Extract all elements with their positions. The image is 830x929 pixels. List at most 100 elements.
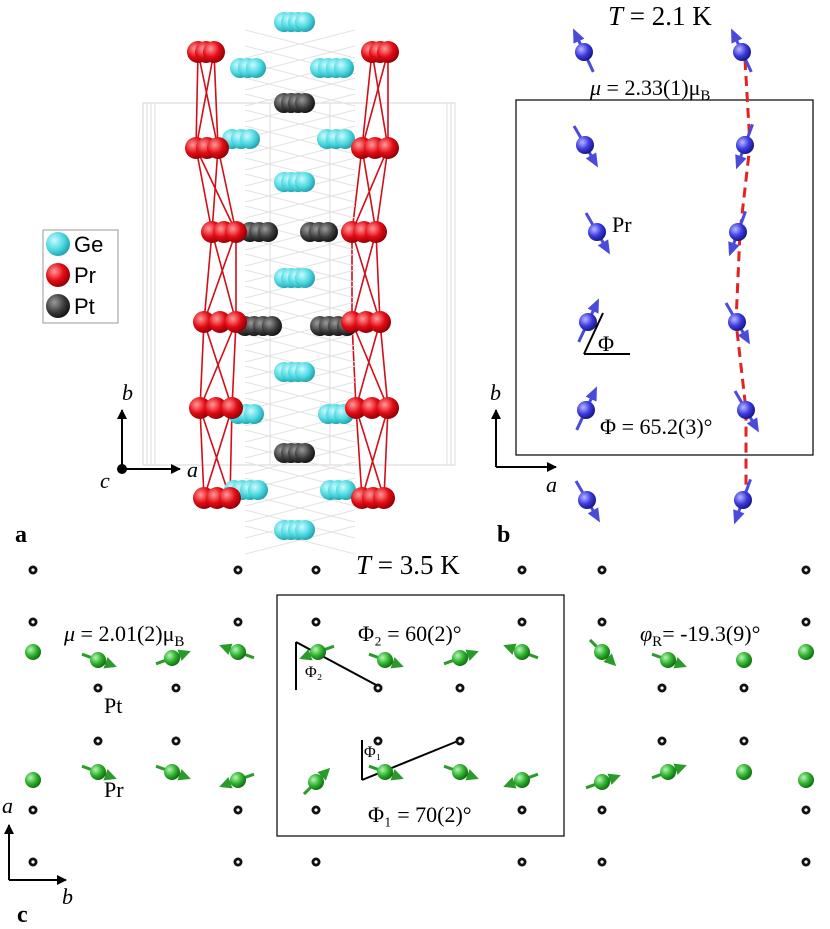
pr-bond bbox=[355, 407, 363, 499]
pr-pt-lattice bbox=[25, 565, 814, 867]
panel-a-label: a bbox=[15, 522, 27, 548]
legend-pr-label: Pr bbox=[74, 263, 96, 288]
pr-bond bbox=[197, 51, 219, 149]
pr-spin-atom bbox=[308, 774, 324, 790]
pr-bond bbox=[361, 51, 389, 149]
pr-atom bbox=[207, 137, 229, 159]
pr-bond bbox=[355, 407, 385, 499]
pr-bond bbox=[361, 147, 377, 233]
pr-bond bbox=[213, 51, 219, 149]
spin-left-head bbox=[573, 28, 585, 44]
spin-right-head bbox=[746, 417, 759, 433]
pt-atom-center bbox=[314, 620, 318, 624]
lattice-line bbox=[244, 237, 356, 267]
ge-atom bbox=[336, 480, 356, 500]
ge-atom bbox=[246, 58, 266, 78]
phi-value: Φ = 65.2(3)° bbox=[600, 414, 712, 439]
pr-bond bbox=[371, 51, 389, 149]
pt-atom bbox=[258, 222, 278, 242]
pr-spin-atom bbox=[164, 650, 180, 666]
spin-right-head bbox=[735, 154, 747, 170]
legend-pt-label: Pt bbox=[74, 294, 95, 319]
pr-bond bbox=[375, 147, 389, 233]
modulation-dashed-line bbox=[734, 59, 752, 500]
pr-bond bbox=[351, 231, 381, 323]
spin-right-atom bbox=[728, 313, 746, 331]
pt-atom-center bbox=[174, 739, 178, 743]
pr-atom bbox=[365, 221, 387, 243]
pr-spin-head bbox=[673, 657, 687, 669]
pr-spin-head bbox=[299, 649, 313, 661]
pr-atom bbox=[221, 397, 243, 419]
pt-atom-center bbox=[236, 568, 240, 572]
spin-right-head bbox=[731, 28, 743, 44]
spin-left-head bbox=[585, 386, 597, 402]
pr-atom-label: Pr bbox=[104, 777, 124, 802]
ge-atom bbox=[244, 404, 264, 424]
pr-spin-head bbox=[465, 769, 479, 781]
spin-right-atom bbox=[733, 43, 751, 61]
pt-atom-center bbox=[31, 568, 35, 572]
unit-cell-box bbox=[276, 594, 565, 837]
pt-atom-center bbox=[520, 568, 524, 572]
pr-spin-atom bbox=[452, 650, 468, 666]
pr-bond bbox=[383, 407, 389, 499]
pr-atom bbox=[361, 397, 383, 419]
a-axis-label: a bbox=[187, 457, 198, 482]
lattice-line bbox=[244, 285, 356, 315]
lattice-line bbox=[244, 525, 356, 555]
c-axis-label: c bbox=[100, 468, 110, 493]
spin-right-head bbox=[737, 329, 750, 345]
legend-pr-swatch bbox=[46, 263, 70, 287]
pr-bond bbox=[211, 231, 237, 323]
pr-spin-atom bbox=[377, 764, 393, 780]
pr-spin-atom bbox=[798, 644, 814, 660]
pt-atom-center bbox=[314, 860, 318, 864]
pt-atom-center bbox=[600, 808, 604, 812]
pr-spin-head bbox=[390, 769, 404, 781]
lattice-line bbox=[244, 221, 356, 251]
pr-spin-atom bbox=[164, 764, 180, 780]
mu-label: μ = 2.01(2)μB bbox=[63, 621, 184, 650]
pr-spin-head bbox=[503, 643, 517, 655]
pr-spin-atom bbox=[660, 652, 676, 668]
spin-left-head bbox=[587, 507, 600, 523]
pt-atom-center bbox=[600, 568, 604, 572]
panel-c: T = 3.5 K μ = 2.01(2)μB Φ₂ = 60(2)° Φ₁ =… bbox=[2, 550, 814, 928]
pr-bond bbox=[199, 407, 231, 499]
pt-atom-center bbox=[376, 686, 380, 690]
pt-atom-center bbox=[96, 686, 100, 690]
lattice-line bbox=[244, 397, 356, 427]
pr-spin-atom bbox=[377, 652, 393, 668]
pt-atom-center bbox=[660, 686, 664, 690]
phi2-value: Φ₂ = 60(2)° bbox=[358, 621, 462, 646]
spin-left-atom bbox=[588, 223, 606, 241]
panel-b-label: b bbox=[497, 522, 510, 548]
pr-atom bbox=[377, 397, 399, 419]
a-axis-label: a bbox=[546, 472, 557, 497]
spin-left-atom bbox=[575, 43, 593, 61]
pr-bond bbox=[203, 231, 237, 323]
spin-left-head bbox=[585, 152, 598, 168]
spin-left-head bbox=[587, 298, 599, 314]
pr-spin-atom bbox=[514, 644, 530, 660]
pr-bond bbox=[351, 147, 389, 233]
pt-atom-center bbox=[804, 860, 808, 864]
pr-bond bbox=[203, 407, 233, 499]
pr-spin-atom bbox=[736, 652, 752, 668]
b-axis-label: b bbox=[122, 380, 133, 405]
pt-atom-center bbox=[96, 739, 100, 743]
pr-spin-atom bbox=[90, 652, 106, 668]
pr-bond bbox=[199, 407, 205, 499]
ge-atom bbox=[248, 480, 268, 500]
pr-spin-head bbox=[103, 769, 117, 781]
pt-atom bbox=[318, 222, 338, 242]
pt-atom-center bbox=[458, 686, 462, 690]
pt-atom-center bbox=[314, 808, 318, 812]
phi1-value: Φ₁ = 70(2)° bbox=[368, 802, 472, 827]
pr-atom bbox=[219, 487, 241, 509]
pr-atom bbox=[345, 397, 367, 419]
phi2-angle-marker: Φ₂ bbox=[295, 641, 379, 690]
pr-bond bbox=[199, 321, 205, 409]
pr-bond bbox=[195, 147, 237, 233]
